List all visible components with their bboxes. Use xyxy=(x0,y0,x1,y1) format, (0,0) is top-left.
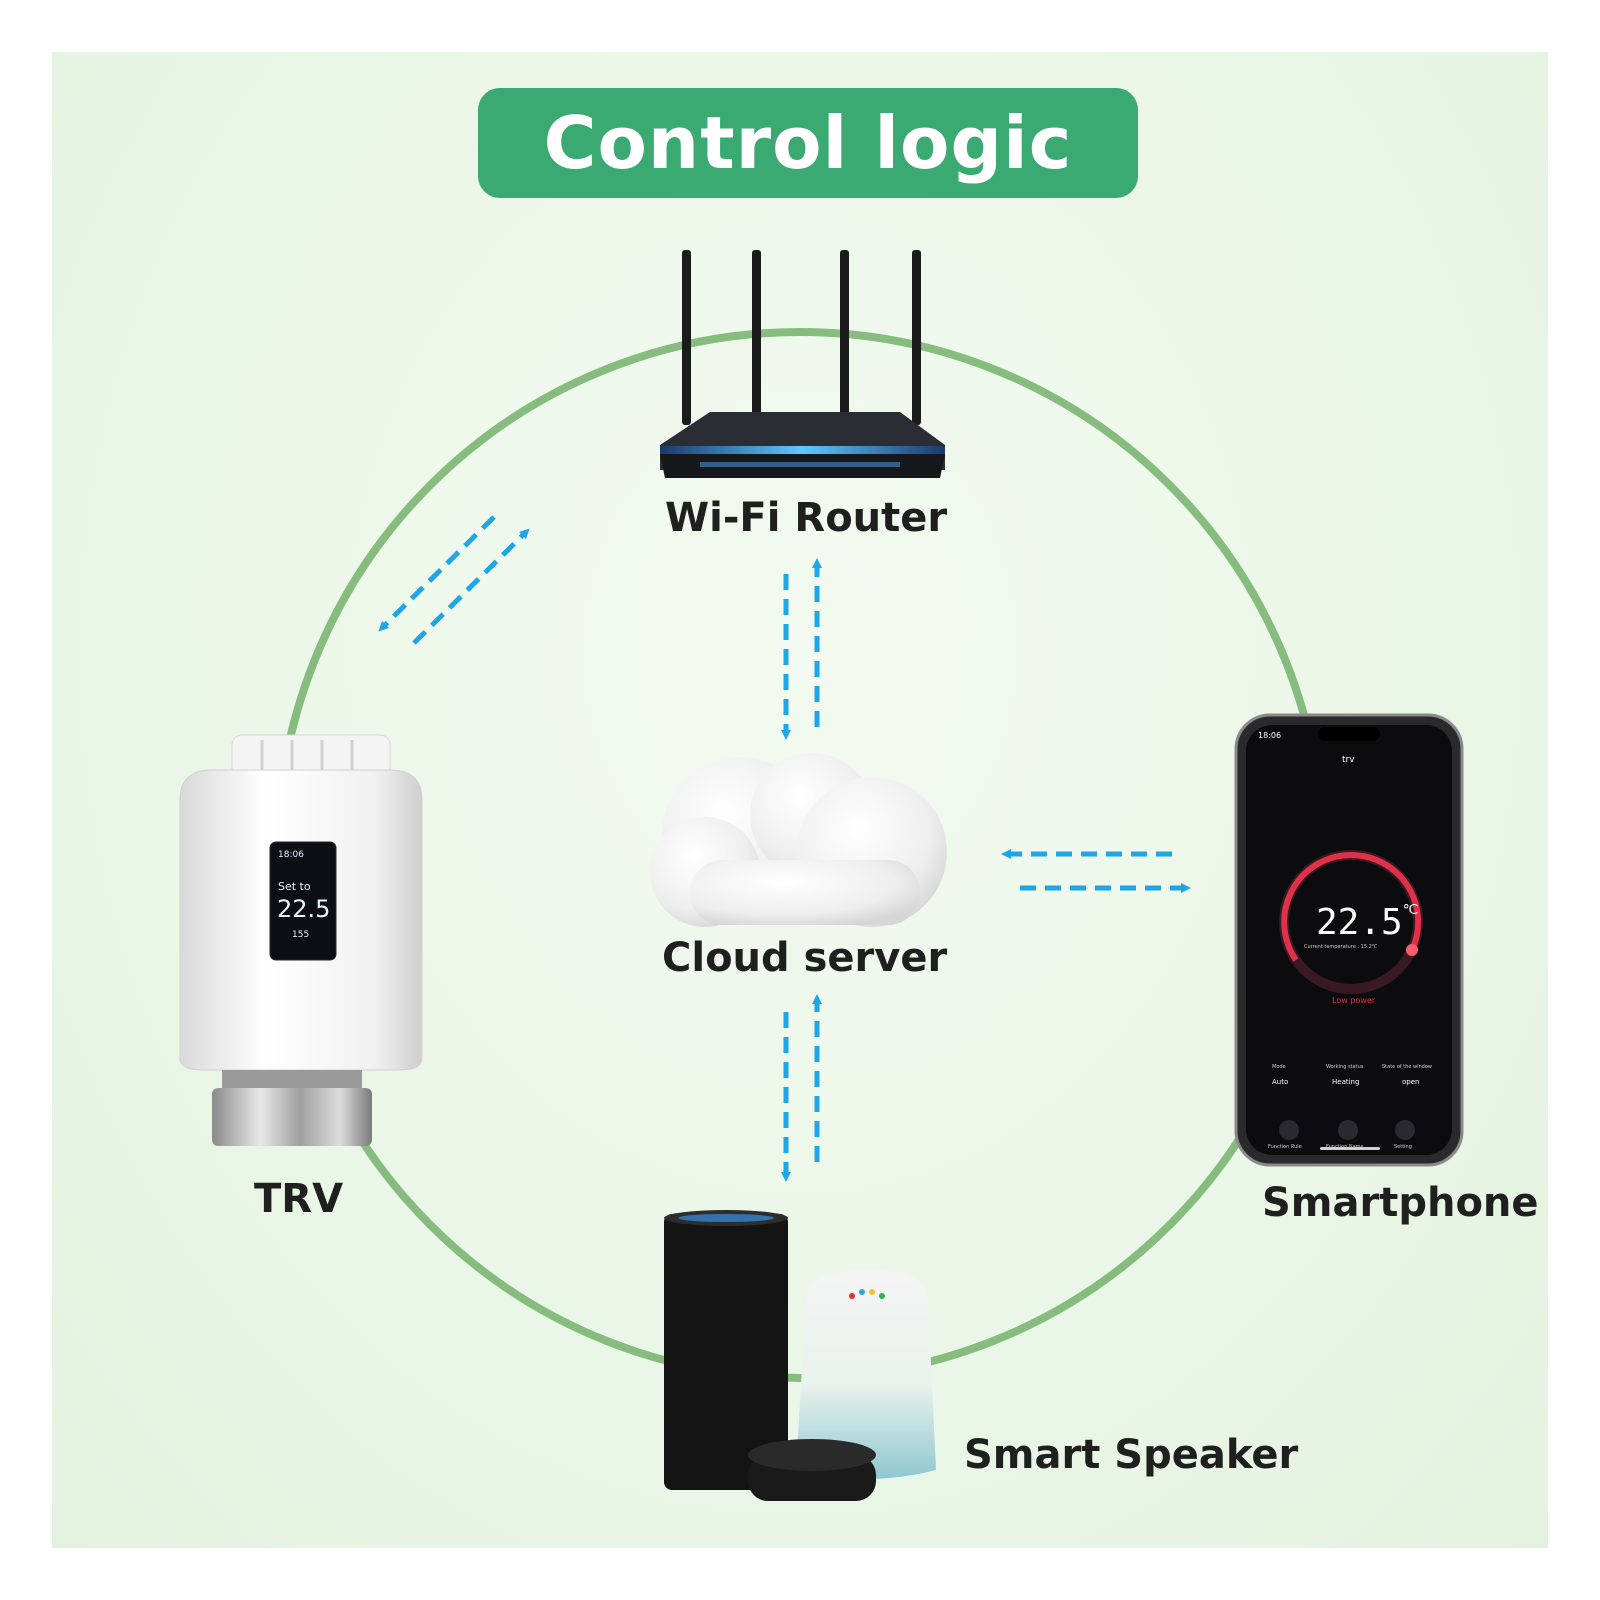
smart-speaker-icon xyxy=(664,1210,936,1501)
speaker-label: Smart Speaker xyxy=(964,1432,1299,1478)
phone-stat-value: open xyxy=(1402,1078,1420,1086)
phone-low-power: Low power xyxy=(1332,996,1376,1005)
phone-current-temp: Current temperature : 15.2℃ xyxy=(1304,944,1378,950)
trv-screen-setto: Set to xyxy=(278,880,311,893)
phone-status-time: 18:06 xyxy=(1258,731,1282,740)
cloud-label: Cloud server xyxy=(662,935,948,981)
page-title: Control logic xyxy=(543,101,1073,185)
phone-button-label: Function Name xyxy=(1326,1144,1364,1150)
trv-label: TRV xyxy=(254,1176,344,1222)
smartphone-label: Smartphone xyxy=(1262,1180,1539,1226)
phone-button-label: Setting xyxy=(1394,1144,1412,1150)
phone-stat-value: Auto xyxy=(1272,1078,1289,1086)
arrow-trv-to-router xyxy=(412,528,530,645)
smartphone-icon xyxy=(1234,713,1464,1167)
phone-stat-label: Mode xyxy=(1272,1064,1286,1070)
phone-header: trv xyxy=(1342,755,1355,765)
phone-stat-value: Heating xyxy=(1332,1078,1360,1086)
arrow-router-to-trv xyxy=(378,515,496,632)
phone-temp-value: 22.5 xyxy=(1316,902,1403,943)
title-banner: Control logic xyxy=(478,88,1138,198)
cloud-icon xyxy=(650,753,947,927)
phone-button-label: Function Rule xyxy=(1268,1144,1302,1150)
arrows xyxy=(378,515,1191,1182)
phone-temp-unit: ℃ xyxy=(1402,902,1419,918)
phone-stat-label: State of the window xyxy=(1382,1064,1432,1070)
router-icon xyxy=(660,250,945,478)
trv-screen-time: 18:06 xyxy=(278,850,304,860)
trv-device-icon xyxy=(179,734,423,1146)
router-label: Wi-Fi Router xyxy=(665,495,948,541)
trv-screen-value: 22.5 xyxy=(277,895,331,923)
phone-stat-label: Working status xyxy=(1326,1064,1364,1070)
trv-screen-small: 155 xyxy=(292,930,310,940)
phone-temperature: 22.5℃ xyxy=(1316,902,1418,943)
